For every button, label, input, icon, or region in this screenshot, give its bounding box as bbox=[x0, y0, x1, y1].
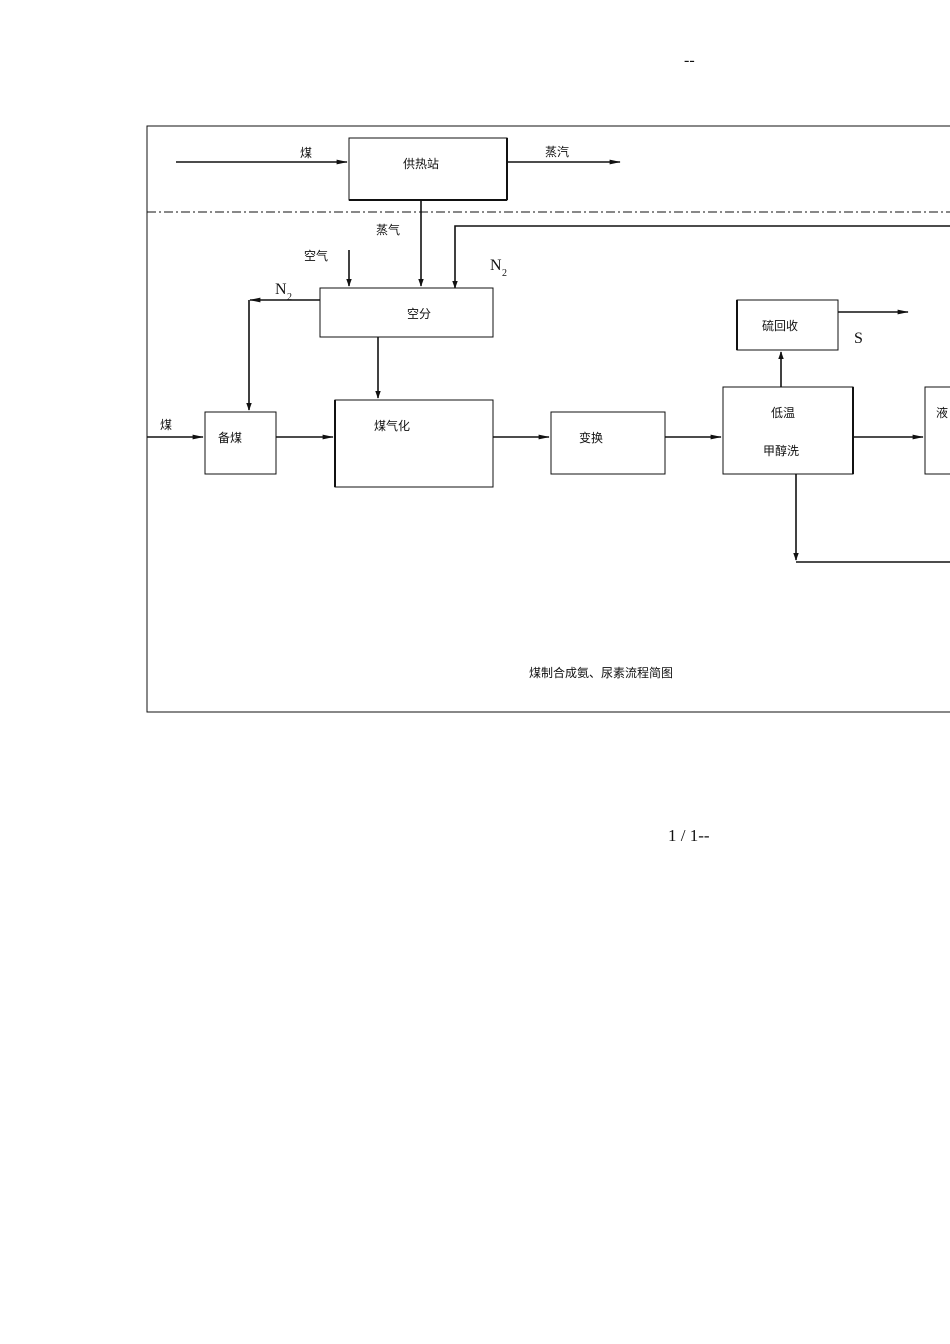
label-n2-right: N bbox=[490, 257, 502, 274]
node-gasification: 煤气化 bbox=[374, 418, 410, 433]
label-n2-left-subscript: 2 bbox=[287, 292, 292, 303]
label-sulfur-out: S bbox=[854, 330, 863, 347]
diagram-frame bbox=[146, 125, 950, 713]
node-methanol-wash-line1: 低温 bbox=[771, 406, 795, 420]
node-coal-prep: 备煤 bbox=[218, 431, 242, 445]
gasification-box bbox=[334, 399, 494, 488]
label-air-in: 空气 bbox=[304, 248, 328, 263]
shift-box bbox=[550, 411, 666, 475]
node-methanol-wash-line2: 甲醇洗 bbox=[763, 443, 799, 458]
node-sulfur-recovery: 硫回收 bbox=[762, 318, 798, 333]
node-air-separation: 空分 bbox=[407, 307, 431, 321]
node-liquid-unit: 液 bbox=[936, 405, 948, 420]
liquid-unit-box bbox=[924, 386, 950, 475]
label-n2-right-subscript: 2 bbox=[502, 268, 507, 279]
label-steam-to-air-sep: 蒸气 bbox=[376, 222, 400, 237]
label-steam-out: 蒸汽 bbox=[545, 144, 569, 159]
flow-n2-right bbox=[452, 225, 950, 289]
page-header-mark: -- bbox=[684, 52, 695, 69]
label-coal-to-heating: 煤 bbox=[300, 146, 312, 160]
label-n2-left: N bbox=[275, 281, 287, 298]
label-coal-in: 煤 bbox=[160, 418, 172, 432]
page-number: 1 / 1-- bbox=[668, 826, 710, 845]
air-separation-box bbox=[319, 287, 494, 338]
coal-prep-box bbox=[204, 411, 277, 475]
node-shift: 变换 bbox=[579, 430, 603, 445]
diagram-caption: 煤制合成氨、尿素流程简图 bbox=[529, 665, 673, 680]
methanol-wash-box bbox=[722, 386, 854, 475]
node-heating-station: 供热站 bbox=[403, 157, 439, 171]
